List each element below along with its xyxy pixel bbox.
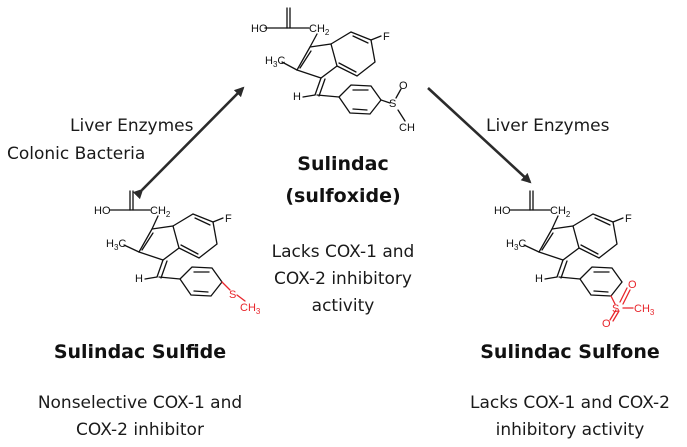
atom-label: F: [225, 213, 232, 225]
arrow-label-liver-enzymes-right: Liver Enzymes: [486, 116, 610, 136]
atom-label: CH2: [150, 205, 171, 219]
modified-atom-label: CH3: [634, 303, 655, 317]
modified-atom-label: S: [229, 289, 236, 301]
title-sulfoxide: (sulfoxide): [285, 185, 401, 207]
atom-label: H3C: [265, 55, 285, 69]
activity-right-line1: Lacks COX-1 and COX-2: [470, 393, 670, 413]
atom-label: F: [625, 213, 632, 225]
atom-label: H: [135, 273, 143, 285]
activity-center-line3: activity: [311, 296, 375, 316]
activity-left-line2: COX-2 inhibitor: [76, 420, 204, 440]
atom-label: F: [383, 31, 390, 43]
modified-atom-label: O: [628, 279, 637, 291]
structure-sulindac-sulfoxide: HO CH2 F H3C H S O CH3: [251, 7, 415, 136]
arrow-bidirectional: [132, 86, 245, 200]
arrow-label-colonic-bacteria: Colonic Bacteria: [7, 144, 146, 164]
atom-label: H: [293, 91, 301, 103]
activity-center-line2: COX-2 inhibitory: [274, 269, 412, 289]
atom-label: O: [399, 80, 408, 92]
title-sulindac-sulfone: Sulindac Sulfone: [480, 341, 660, 363]
atom-label: HO: [251, 23, 268, 35]
atom-label: H: [535, 273, 543, 285]
activity-right-line2: inhibitory activity: [495, 420, 645, 440]
modified-atom-label: CH3: [240, 302, 260, 316]
modified-atom-label: O: [602, 318, 611, 330]
structure-sulindac-sulfone: HO CH2 F H3C H S O O CH3: [494, 190, 655, 330]
modified-atom-label: S: [612, 303, 619, 315]
atom-label: CH3: [399, 122, 415, 136]
atom-label: HO: [494, 205, 511, 217]
arrow-forward: [427, 87, 532, 184]
activity-center-line1: Lacks COX-1 and: [271, 242, 415, 262]
atom-label: H3C: [106, 238, 126, 252]
atom-label: CH2: [309, 23, 330, 37]
title-sulindac: Sulindac: [297, 153, 389, 175]
atom-label: HO: [94, 205, 111, 217]
atom-label: CH2: [550, 205, 571, 219]
activity-left-line1: Nonselective COX-1 and: [37, 393, 243, 413]
atom-label: S: [389, 98, 396, 110]
title-sulindac-sulfide: Sulindac Sulfide: [53, 341, 227, 363]
structure-sulindac-sulfide: HO CH2 F H3C H S CH3: [94, 190, 260, 316]
arrow-label-liver-enzymes-left: Liver Enzymes: [70, 116, 194, 136]
atom-label: H3C: [506, 238, 526, 252]
